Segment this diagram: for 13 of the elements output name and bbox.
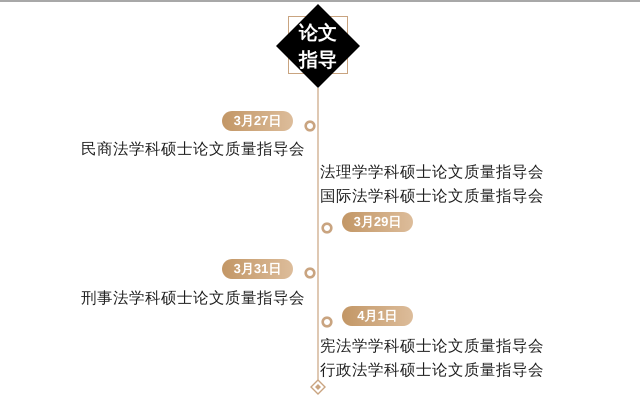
event-title: 民商法学科硕士论文质量指导会 <box>81 139 305 160</box>
date-badge: 3月29日 <box>342 212 413 232</box>
timeline-line <box>317 88 319 380</box>
event-title: 宪法学学科硕士论文质量指导会 <box>320 336 544 357</box>
end-diamond <box>310 379 326 395</box>
date-badge: 4月1日 <box>342 306 413 326</box>
heading-diamond: 论文指导 <box>276 4 360 88</box>
date-badge: 3月31日 <box>222 259 293 279</box>
event-title: 国际法学科硕士论文质量指导会 <box>320 186 544 207</box>
event-title: 刑事法学科硕士论文质量指导会 <box>81 288 305 309</box>
event-title: 行政法学科硕士论文质量指导会 <box>320 360 544 381</box>
event-title: 法理学学科硕士论文质量指导会 <box>320 162 544 183</box>
date-badge: 3月27日 <box>222 111 293 131</box>
